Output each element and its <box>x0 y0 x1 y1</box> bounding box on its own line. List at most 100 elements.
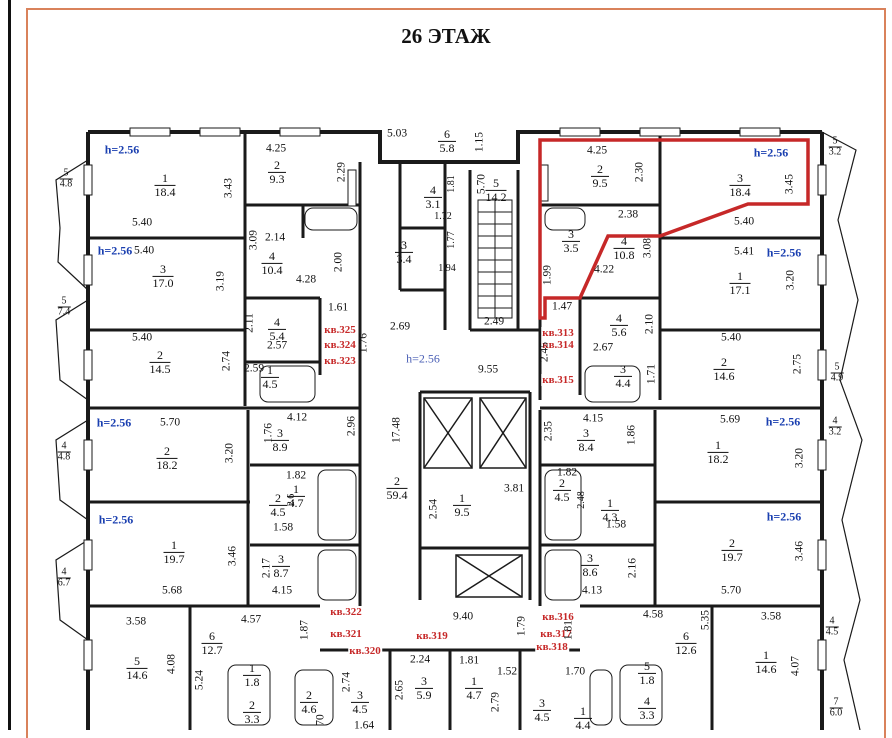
dimension: 2.45 <box>538 341 551 363</box>
dimension: 1.71 <box>645 363 658 385</box>
dimension: 2.16 <box>626 557 639 579</box>
dimension: 1.70 <box>564 665 586 678</box>
sanitary-fixtures <box>227 207 663 726</box>
dimension: 1.61 <box>327 301 349 314</box>
dimension: 1.79 <box>515 615 528 637</box>
apartment-number: кв.321 <box>329 628 363 640</box>
dimension: 2.75 <box>791 353 804 375</box>
apartment-number: кв.319 <box>415 630 449 642</box>
elevator-shafts <box>423 397 527 598</box>
plan-frame <box>26 8 886 738</box>
dimension: 3.08 <box>641 237 654 259</box>
dimension: 5.40 <box>733 215 755 228</box>
apartment-number: кв.317 <box>539 628 573 640</box>
dimension: 5.41 <box>733 245 755 258</box>
apartment-number: кв.323 <box>323 355 357 367</box>
dimension: 1.76 <box>357 332 370 354</box>
dimension: 2.38 <box>617 208 639 221</box>
apartment-number: кв.316 <box>541 611 575 623</box>
dimension: 2.48 <box>576 491 587 509</box>
dimension: 4.15 <box>271 584 293 597</box>
dimension: 5.24 <box>193 669 206 691</box>
dimension: 3.46 <box>226 545 239 567</box>
ceiling-height-label: h=2.56 <box>766 245 802 260</box>
dimension: 3.20 <box>223 442 236 464</box>
dimension: 4.57 <box>240 613 262 626</box>
dimension: 5.03 <box>386 127 408 140</box>
dimension: 1.47 <box>551 300 573 313</box>
dimension: 2.65 <box>393 679 406 701</box>
dimension: 2.14 <box>264 231 286 244</box>
dimension: 1.87 <box>298 619 311 641</box>
dimension: 2.30 <box>633 161 646 183</box>
dimension: 3.09 <box>247 229 260 251</box>
dimension: 5.40 <box>720 331 742 344</box>
dimension: 1.82 <box>556 466 578 479</box>
dimension: 3.20 <box>784 269 797 291</box>
dimension: 5.40 <box>131 216 153 229</box>
dimension: 2.59 <box>243 362 265 375</box>
ceiling-height-label: h=2.56 <box>96 415 132 430</box>
dimension: 1.86 <box>625 424 638 446</box>
dimension: 1.81 <box>458 654 480 667</box>
dimension: 2.69 <box>389 320 411 333</box>
dimension: 1.58 <box>605 518 627 531</box>
dimension: 2.67 <box>592 341 614 354</box>
highlighted-apartment <box>538 138 810 320</box>
dimension: 4.25 <box>265 142 287 155</box>
dimension: 1.72 <box>434 211 452 222</box>
dimension: 4.15 <box>582 412 604 425</box>
dimension: 1.81 <box>446 175 457 193</box>
ceiling-height-label: h=2.56 <box>753 145 789 160</box>
dimension: 1.94 <box>438 263 456 274</box>
ceiling-height-label: h=2.56 <box>766 509 802 524</box>
dimension: 4.28 <box>295 273 317 286</box>
staircase <box>477 199 513 319</box>
apartment-number: кв.325 <box>323 324 357 336</box>
dimension: 1.58 <box>272 521 294 534</box>
dimension: 5.40 <box>133 244 155 257</box>
dimension: 17.48 <box>390 417 403 443</box>
apartment-number: кв.322 <box>329 606 363 618</box>
interior-walls <box>88 132 822 730</box>
dimension: 2.17 <box>260 557 273 579</box>
dimension: 4.25 <box>586 144 608 157</box>
dimension: 4.08 <box>165 653 178 675</box>
